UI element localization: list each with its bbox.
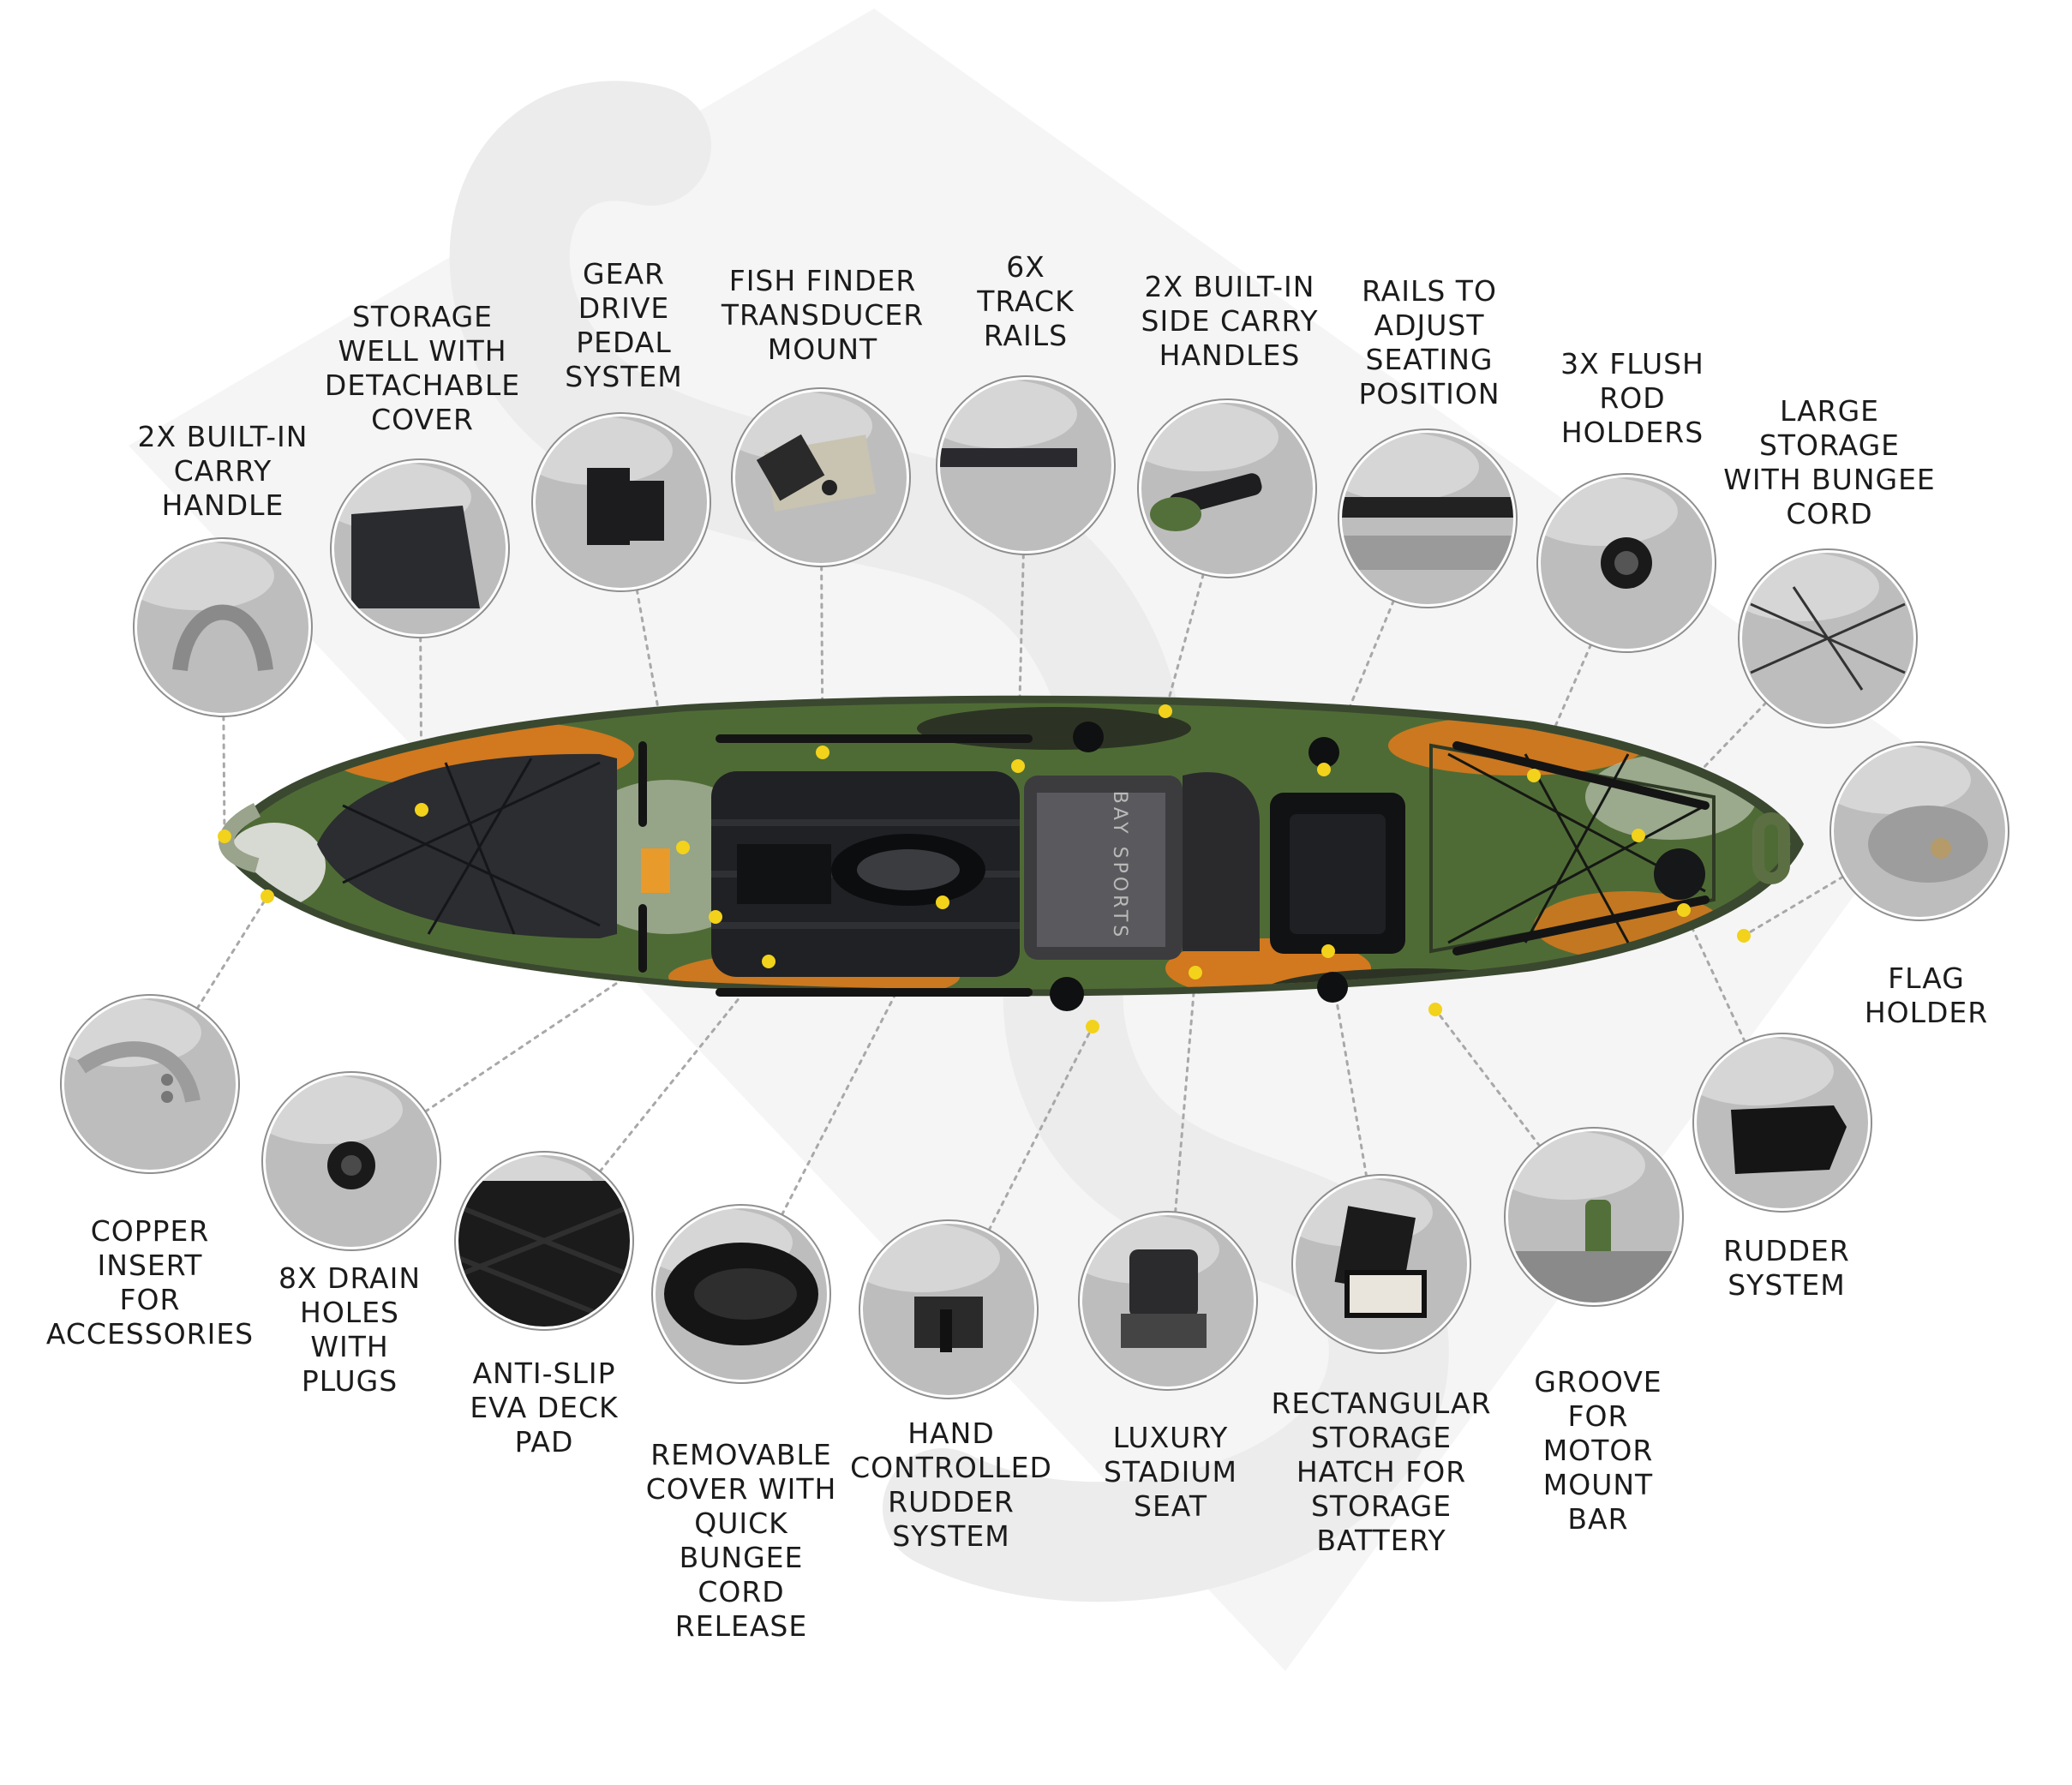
feature-label-battery-hatch: RECTANGULAR STORAGE HATCH FOR STORAGE BA… [1271, 1387, 1492, 1557]
callout-dot-seat-rails [1317, 763, 1331, 776]
feature-label-seat-rails: RAILS TO ADJUST SEATING POSITION [1358, 274, 1500, 410]
callout-dot-storage-well [415, 803, 428, 817]
transducer-mount-photo [731, 387, 911, 567]
callout-dot-flag-holder [1737, 929, 1751, 943]
drain-plug-photo [261, 1071, 441, 1251]
side-handle-photo [1137, 398, 1317, 578]
feature-label-side-handles: 2X BUILT-IN SIDE CARRY HANDLES [1141, 270, 1319, 372]
callout-dot-bungee-cover [936, 895, 949, 909]
oval-hatch-photo [651, 1204, 831, 1384]
leader-line-motor-groove [1434, 1008, 1542, 1147]
callout-dots [218, 704, 1751, 1033]
hatch-photo [1291, 1174, 1471, 1354]
callout-dot-deck-pad [762, 955, 776, 968]
callout-dot-gear-drive [676, 841, 690, 854]
feature-label-drain-holes: 8X DRAIN HOLES WITH PLUGS [278, 1261, 422, 1398]
callout-dot-copper-insert [260, 890, 274, 903]
leader-line-deck-pad [598, 960, 770, 1173]
leader-line-track-rails [1016, 553, 1025, 768]
bow-handle-photo [133, 537, 313, 717]
feature-label-bungee-cover: REMOVABLE COVER WITH QUICK BUNGEE CORD R… [645, 1438, 837, 1643]
leader-line-carry-handle [222, 715, 226, 838]
callout-dot-motor-groove [1428, 1003, 1442, 1016]
feature-label-motor-groove: GROOVE FOR MOTOR MOUNT BAR [1534, 1365, 1662, 1536]
feature-label-hand-rudder: HAND CONTROLLED RUDDER SYSTEM [850, 1417, 1052, 1553]
feature-label-stadium-seat: LUXURY STADIUM SEAT [1104, 1421, 1237, 1523]
callout-dot-rudder-system [1677, 903, 1691, 917]
feature-label-deck-pad: ANTI-SLIP EVA DECK PAD [470, 1357, 619, 1459]
feature-label-copper-insert: COPPER INSERT FOR ACCESSORIES [45, 1214, 255, 1351]
callout-dot-carry-handle [218, 830, 231, 843]
callout-dot-transducer-mount [816, 746, 829, 759]
seat-rail-photo [1338, 428, 1518, 608]
seat-brand-text: BAY SPORTS [1109, 791, 1130, 941]
feature-label-track-rails: 6X TRACK RAILS [977, 250, 1075, 352]
kayak-hull: BAY SPORTS [219, 695, 1804, 1011]
leader-line-hand-rudder [987, 1025, 1094, 1231]
pedal-drive-photo [531, 412, 711, 592]
flag-holder-photo [1829, 741, 2009, 921]
rod-holder-photo [1536, 473, 1716, 653]
deck-pad-photo [454, 1151, 634, 1331]
rudder-control-photo [859, 1219, 1039, 1399]
feature-label-large-storage: LARGE STORAGE WITH BUNGEE CORD [1723, 394, 1936, 530]
callout-dot-battery-hatch [1321, 944, 1335, 958]
callout-dot-track-rails [1011, 759, 1025, 773]
callout-dot-stadium-seat [1189, 966, 1202, 979]
feature-label-flag-holder: FLAG HOLDER [1864, 961, 1989, 1029]
feature-label-gear-drive: GEAR DRIVE PEDAL SYSTEM [565, 257, 683, 393]
callout-dot-drain-holes [709, 910, 722, 924]
copper-insert-photo [60, 994, 240, 1174]
feature-label-transducer-mount: FISH FINDER TRANSDUCER MOUNT [721, 264, 925, 366]
leader-line-stadium-seat [1174, 971, 1197, 1213]
callout-dot-rod-holders [1527, 769, 1541, 782]
callout-dot-large-storage [1632, 829, 1645, 842]
feature-label-rudder-system: RUDDER SYSTEM [1723, 1234, 1850, 1302]
leader-line-flag-holder [1742, 875, 1845, 937]
callout-dot-side-handles [1159, 704, 1172, 718]
track-rail-photo [936, 375, 1116, 555]
feature-label-carry-handle: 2X BUILT-IN CARRY HANDLE [137, 420, 308, 522]
leader-line-copper-insert [195, 895, 269, 1010]
seat-photo [1078, 1211, 1258, 1391]
feature-label-storage-well: STORAGE WELL WITH DETACHABLE COVER [324, 300, 521, 436]
callout-dot-hand-rudder [1086, 1020, 1099, 1033]
feature-label-rod-holders: 3X FLUSH ROD HOLDERS [1560, 347, 1704, 449]
